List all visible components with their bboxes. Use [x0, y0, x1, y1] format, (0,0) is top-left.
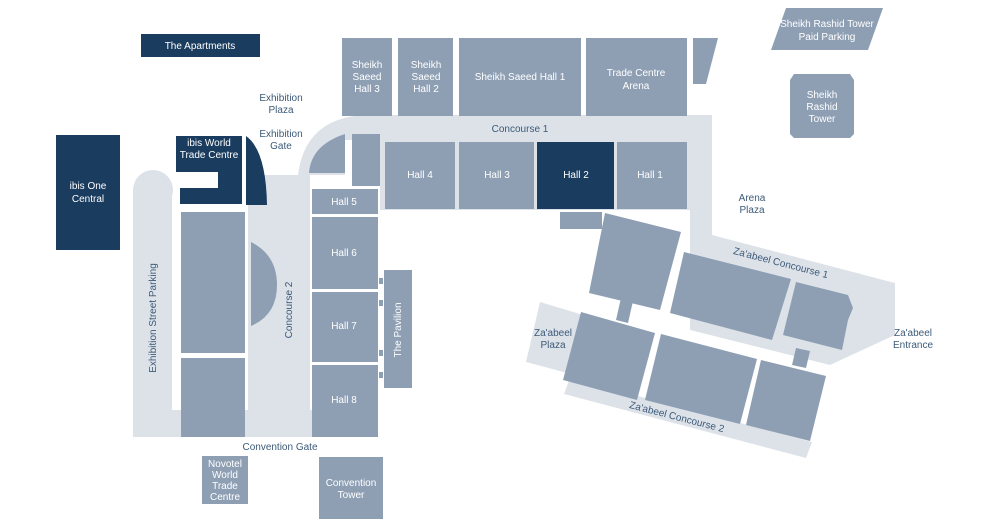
- ibis-annex: [246, 136, 267, 205]
- convention-tower-label-1: Convention: [326, 478, 377, 489]
- exhibition-gate-label-2: Gate: [270, 141, 292, 152]
- west-block-north: [181, 212, 245, 353]
- convention-tower[interactable]: [319, 457, 383, 519]
- ssh2-label-2: Saeed: [412, 72, 441, 83]
- novotel-label-3: Trade: [212, 481, 238, 492]
- hall-8-label: Hall 8: [331, 395, 357, 406]
- hall-3-label: Hall 3: [484, 170, 510, 181]
- arena-plaza-label-1: Arena: [739, 193, 766, 204]
- convention-gate-label: Convention Gate: [242, 442, 317, 453]
- zabeel-concourse-2-area: [564, 378, 812, 458]
- concourse-1-label: Concourse 1: [492, 124, 549, 135]
- srt-parking-label-1: Sheikh Rashid Tower: [780, 19, 874, 30]
- srt-parking-label-2: Paid Parking: [799, 32, 856, 43]
- zabeel-hall-east: [783, 282, 853, 350]
- exhibition-gate-rotunda: [309, 134, 345, 173]
- sheikh-rashid-tower-parking[interactable]: [771, 8, 883, 50]
- west-block-south: [181, 358, 245, 437]
- pavilion-connector: [379, 278, 383, 284]
- zabeel-hall-centre: [670, 252, 791, 340]
- zabeel-entrance-label-2: Entrance: [893, 340, 933, 351]
- pavilion-label: The Pavilion: [393, 302, 404, 357]
- parking-rotunda: [133, 170, 173, 210]
- labels: The Apartments Sheikh Rashid Tower Paid …: [70, 19, 934, 503]
- ibis-one-label-1: ibis One: [70, 181, 107, 192]
- zabeel-plaza-label-2: Plaza: [540, 340, 565, 351]
- zabeel-plaza-label-1: Za'abeel: [534, 328, 572, 339]
- hall-4[interactable]: [385, 142, 455, 209]
- zabeel-link-1: [616, 298, 633, 323]
- buildings: [56, 8, 883, 519]
- hall-2[interactable]: [537, 142, 614, 209]
- hall-5[interactable]: [312, 189, 378, 214]
- exhibition-gate-label-1: Exhibition: [259, 129, 302, 140]
- pavilion-connector: [379, 300, 383, 306]
- srt-label-3: Tower: [809, 114, 836, 125]
- concourse-2-label: Concourse 2: [284, 281, 295, 338]
- pavilion-connector: [379, 350, 383, 356]
- hall-4-label: Hall 4: [407, 170, 433, 181]
- ssh2-label-3: Hall 2: [413, 84, 439, 95]
- arena-annex: [693, 38, 718, 84]
- zabeel-hall-south-west: [563, 312, 655, 400]
- arena-plaza-label-2: Plaza: [739, 205, 764, 216]
- zabeel-entrance-label-1: Za'abeel: [894, 328, 932, 339]
- the-apartments[interactable]: [141, 34, 260, 57]
- ssh2-label-1: Sheikh: [411, 60, 442, 71]
- zabeel-hall-north: [589, 213, 681, 310]
- novotel-world-trade-centre[interactable]: [202, 456, 248, 504]
- ibis-one-central[interactable]: [56, 135, 120, 250]
- trade-centre-arena[interactable]: [586, 38, 687, 116]
- exhibition-plaza-label-2: Plaza: [268, 105, 293, 116]
- exhibition-plaza-label-1: Exhibition: [259, 93, 302, 104]
- novotel-label-4: Centre: [210, 492, 240, 503]
- hall-2-label: Hall 2: [563, 170, 589, 181]
- ssh3-label-2: Saeed: [353, 72, 382, 83]
- convention-tower-label-2: Tower: [338, 490, 365, 501]
- pavilion-connector: [379, 372, 383, 378]
- arena-label-2: Arena: [623, 81, 650, 92]
- zabeel-hall-south-east: [746, 360, 826, 441]
- exhibition-street-parking-area: [133, 190, 172, 437]
- zabeel-link-2: [792, 348, 810, 368]
- hall-1-annex: [560, 212, 602, 229]
- hall-3[interactable]: [459, 142, 534, 209]
- hall-7[interactable]: [312, 292, 378, 362]
- ibis-wtc-label-1: ibis World: [187, 138, 231, 149]
- hall-5-label: Hall 5: [331, 197, 357, 208]
- hall-8[interactable]: [312, 365, 378, 437]
- ibis-world-trade-centre[interactable]: [176, 136, 242, 204]
- ssh3-label-1: Sheikh: [352, 60, 383, 71]
- arena-label-1: Trade Centre: [607, 68, 666, 79]
- hall-7-label: Hall 7: [331, 321, 357, 332]
- hall-6[interactable]: [312, 217, 378, 289]
- exhibition-gate-building: [352, 134, 380, 186]
- hall-1[interactable]: [617, 142, 687, 209]
- sheikh-saeed-hall-3[interactable]: [342, 38, 392, 116]
- the-pavilion[interactable]: [384, 270, 412, 388]
- sheikh-saeed-hall-2[interactable]: [398, 38, 453, 116]
- novotel-label-1: Novotel: [208, 459, 242, 470]
- srt-label-1: Sheikh: [807, 90, 838, 101]
- apartments-label: The Apartments: [165, 41, 236, 52]
- concourse-2-rotunda: [251, 242, 277, 326]
- novotel-label-2: World: [212, 470, 238, 481]
- zabeel-hall-south-centre: [645, 334, 757, 424]
- sheikh-saeed-hall-1[interactable]: [459, 38, 581, 116]
- ssh3-label-3: Hall 3: [354, 84, 380, 95]
- hall-6-label: Hall 6: [331, 248, 357, 259]
- srt-label-2: Rashid: [806, 102, 837, 113]
- ibis-wtc-label-2: Trade Centre: [180, 150, 239, 161]
- parking-label: Exhibition Street Parking: [148, 263, 159, 373]
- hall-1-label: Hall 1: [637, 170, 663, 181]
- sheikh-rashid-tower[interactable]: [790, 74, 854, 138]
- ibis-one-label-2: Central: [72, 194, 104, 205]
- ssh1-label: Sheikh Saeed Hall 1: [475, 72, 566, 83]
